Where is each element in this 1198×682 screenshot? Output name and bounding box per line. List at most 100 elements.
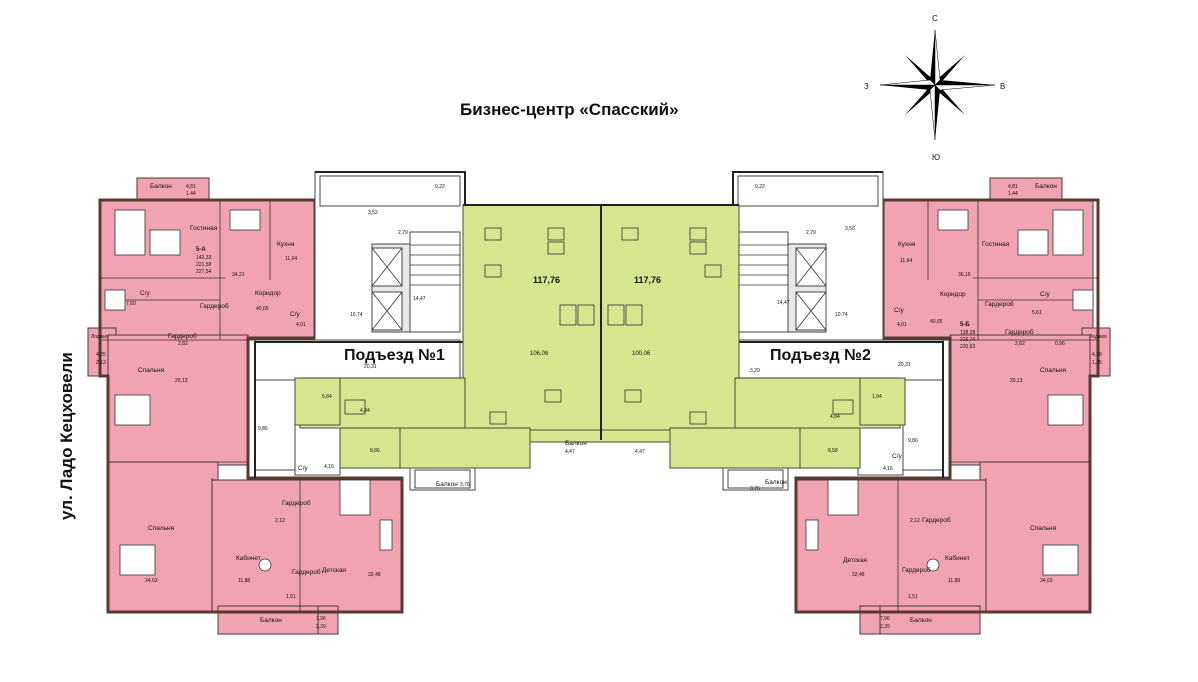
label-living: Гостиная [982, 241, 1010, 248]
apartment-5b [794, 177, 1111, 635]
label-balcony: Балкон [260, 617, 282, 624]
compass-north: С [932, 14, 938, 23]
num: 4,81 [1008, 184, 1018, 190]
label-corridor: Коридор [255, 290, 281, 297]
num: 3,56 [845, 226, 855, 232]
label-balcony: Балкон [765, 479, 787, 486]
label-bedroom: Спальня [1040, 367, 1067, 374]
core-left [254, 171, 476, 491]
num: 20,31 [898, 362, 911, 368]
num: 2,12 [275, 518, 285, 524]
num: 1,51 [286, 594, 296, 600]
num: 4,18 [1092, 352, 1102, 358]
num: 4,81 [186, 184, 196, 190]
num: 10,74 [350, 312, 363, 318]
entrance-1-label: Подъезд №1 [344, 347, 445, 364]
num: 4,16 [883, 466, 893, 472]
num: 5,84 [322, 394, 332, 400]
num: 11,88 [948, 578, 960, 584]
label-bath: С/у [298, 465, 309, 472]
num: 3,76 [750, 486, 760, 492]
label-kitchen: Кухня [898, 241, 916, 248]
num: 11,88 [238, 578, 250, 584]
num: 5,61 [1032, 310, 1042, 316]
plan-title: Бизнес-центр «Спасский» [460, 100, 679, 119]
num: 7,96 [316, 616, 326, 622]
label-balcony: Балкон [1035, 183, 1057, 190]
num: 29,13 [175, 378, 188, 384]
label-loggia: Лоджия [91, 334, 109, 340]
num: 36,16 [958, 272, 971, 278]
compass-east: В [1000, 82, 1005, 91]
street-label: ул. Ладо Кецховели [57, 352, 76, 520]
apartment-5a-area-3: 227,54 [196, 269, 212, 275]
apartment-5a-area-1: 142,33 [196, 255, 212, 261]
label-nursery: Детская [322, 567, 347, 574]
entrance-2-label: Подъезд №2 [770, 347, 871, 364]
label-wardrobe: Гардероб [200, 302, 229, 310]
num: 34,63 [1040, 578, 1053, 584]
label-balcony: Балкон [565, 440, 587, 447]
num: 40,65 [256, 306, 269, 312]
num: 2,82 [1015, 341, 1025, 347]
label-study: Кабинет [945, 554, 970, 562]
num: 4,84 [360, 408, 370, 414]
balcony-mid-left [414, 469, 471, 489]
label-bedroom: Спальня [148, 525, 175, 532]
num: 4,84 [830, 414, 840, 420]
num: 2,39 [316, 624, 326, 630]
num: 29,13 [1010, 378, 1023, 384]
num: 4,25 [96, 352, 106, 358]
office-right-hall: 100,06 [632, 351, 651, 357]
label-balcony: Балкон [150, 183, 172, 190]
num: 3,52 [368, 210, 378, 216]
label-wardrobe: Гардероб [922, 516, 951, 524]
num: 9,86 [258, 426, 268, 432]
apartment-5b-label: 5-Б [960, 322, 970, 328]
label-balcony: Балкон [436, 481, 458, 488]
label-nursery: Детская [843, 557, 868, 564]
label-bedroom: Спальня [1030, 525, 1057, 532]
label-wardrobe: Гардероб [282, 499, 311, 507]
office-right-area: 117,76 [634, 275, 661, 285]
num: 14,47 [413, 296, 426, 302]
num: 2,79 [398, 230, 408, 236]
num: 9,86 [908, 438, 918, 444]
num: 32,48 [852, 572, 865, 578]
office-left-hall: 106,06 [530, 351, 549, 357]
num: 2,79 [806, 230, 816, 236]
num: 2,39 [880, 624, 890, 630]
num: 1,44 [186, 191, 196, 197]
num: 8,86 [370, 448, 380, 454]
apartment-5b-area-3: 220,83 [960, 344, 976, 350]
label-corridor: Коридор [940, 291, 966, 298]
label-bath: С/у [140, 290, 151, 297]
core-right [722, 171, 944, 491]
num: 2,12 [910, 518, 920, 524]
label-study: Кабинет [236, 554, 261, 562]
balcony-mid-right [727, 469, 784, 489]
compass-south: Ю [932, 153, 940, 162]
num: 34,63 [145, 578, 158, 584]
num: 1,51 [908, 594, 918, 600]
apartment-5b-area-2: 216,74 [960, 337, 976, 343]
label-bath: С/у [894, 307, 905, 314]
compass-west: З [864, 82, 869, 91]
label-bedroom: Спальня [138, 367, 165, 374]
num: 1,44 [1008, 191, 1018, 197]
num: 20,31 [364, 364, 377, 370]
num: 8,58 [828, 448, 838, 454]
num: 32,48 [368, 572, 381, 578]
num: 3,76 [460, 482, 470, 488]
num: 9,22 [755, 184, 765, 190]
num: 4,16 [324, 464, 334, 470]
num: 4,01 [296, 322, 306, 328]
num: 2,13 [96, 360, 106, 366]
label-bath: С/у [892, 453, 903, 460]
office-block [294, 204, 906, 469]
num: 1,94 [872, 394, 882, 400]
num: 40,65 [930, 319, 943, 325]
label-bath: С/у [1040, 291, 1051, 298]
num: 2,82 [178, 341, 188, 347]
